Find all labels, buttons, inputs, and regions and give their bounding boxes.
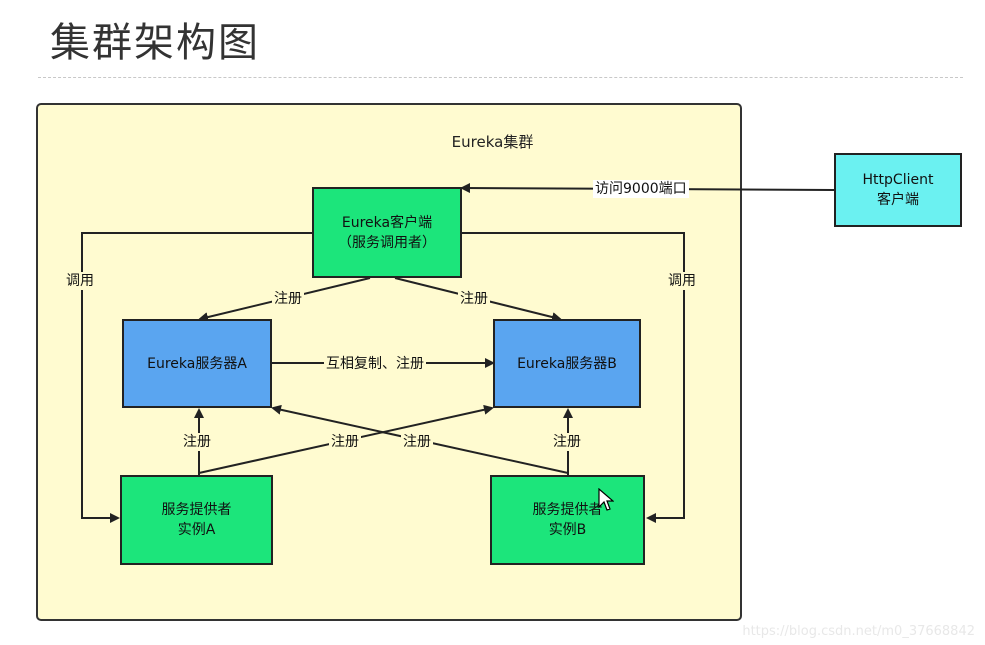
client-label-line1: Eureka客户端 — [341, 214, 433, 231]
http-client-node: HttpClient 客户端 — [834, 153, 962, 227]
provider-b-line1: 服务提供者 — [532, 502, 603, 518]
edge-label-register-cross-2: 注册 — [401, 433, 433, 451]
edge-label-access: 访问9000端口 — [593, 180, 689, 198]
title-divider — [38, 77, 963, 78]
edge-label-call-right: 调用 — [666, 272, 698, 290]
eureka-server-a-node: Eureka服务器A — [122, 319, 272, 408]
page-title: 集群架构图 — [50, 20, 260, 66]
edge-call-right — [462, 232, 685, 523]
edge-label-register-right: 注册 — [458, 290, 490, 308]
client-label-line2: （服务调用者） — [338, 234, 436, 251]
provider-b-node: 服务提供者 实例B — [490, 475, 645, 565]
server-b-label: Eureka服务器B — [517, 355, 617, 372]
provider-b-line2: 实例B — [548, 522, 587, 538]
cluster-label: Eureka集群 — [451, 133, 534, 151]
http-client-line2: 客户端 — [877, 192, 919, 208]
edge-label-register-b-up: 注册 — [551, 433, 583, 451]
server-a-label: Eureka服务器A — [147, 355, 247, 372]
eureka-server-b-node: Eureka服务器B — [493, 319, 641, 408]
edge-label-call-left: 调用 — [64, 272, 96, 290]
mouse-cursor-icon — [598, 488, 614, 511]
eureka-client-node: Eureka客户端 （服务调用者） — [312, 187, 462, 278]
edge-label-register-left: 注册 — [272, 290, 304, 308]
edge-call-left — [81, 232, 312, 523]
provider-a-line2: 实例A — [177, 522, 216, 538]
provider-a-line1: 服务提供者 — [161, 502, 232, 518]
edge-label-register-cross-1: 注册 — [329, 433, 361, 451]
watermark: https://blog.csdn.net/m0_37668842 — [742, 624, 975, 639]
edge-label-register-a-up: 注册 — [181, 433, 213, 451]
edge-label-replicate: 互相复制、注册 — [324, 355, 426, 373]
http-client-line1: HttpClient — [862, 172, 934, 188]
provider-a-node: 服务提供者 实例A — [120, 475, 273, 565]
